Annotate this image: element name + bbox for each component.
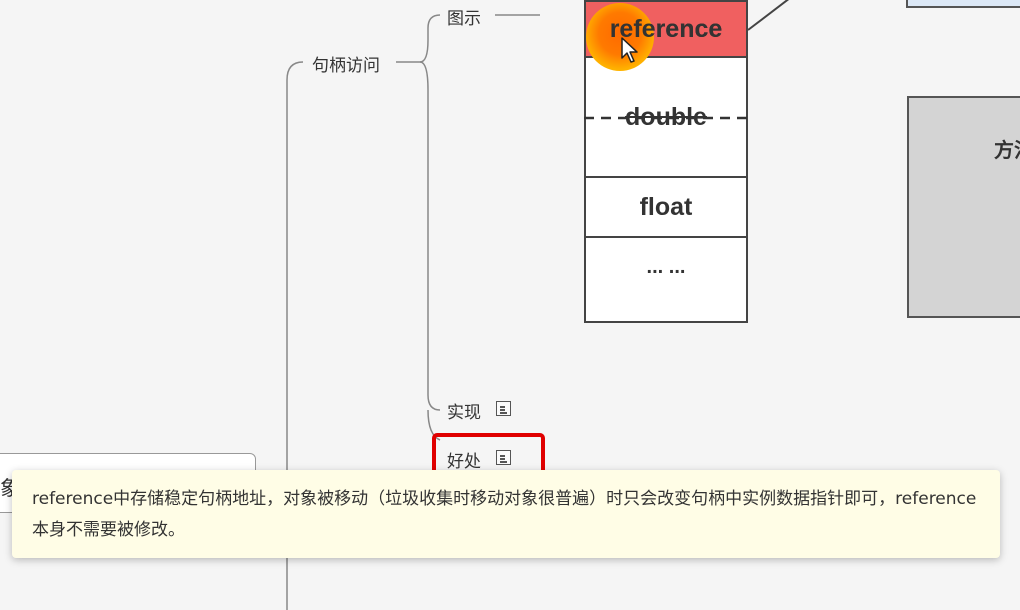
heap-object-box xyxy=(906,0,1020,8)
mindmap-node-benefit[interactable]: 好处 xyxy=(447,452,481,472)
note-icon[interactable] xyxy=(496,450,511,465)
mindmap-node-implementation[interactable]: 实现 xyxy=(447,403,481,423)
stack-cell-double-label: double xyxy=(625,102,707,131)
stack-cell-float: float xyxy=(584,178,748,238)
mindmap-node-diagram[interactable]: 图示 xyxy=(447,9,481,29)
method-area-label: 方法 xyxy=(994,138,1020,162)
stack-cell-ellipsis: ... ... xyxy=(584,238,748,323)
dashed-divider xyxy=(584,116,748,120)
mindmap-node-handle-access[interactable]: 句柄访问 xyxy=(312,56,380,76)
cursor-highlight xyxy=(586,3,654,71)
note-tooltip: reference中存储稳定句柄地址，对象被移动（垃圾收集时移动对象很普遍）时只… xyxy=(12,470,1000,558)
mouse-pointer-icon xyxy=(621,37,638,63)
method-area-box xyxy=(907,96,1020,318)
note-icon[interactable] xyxy=(496,401,511,416)
